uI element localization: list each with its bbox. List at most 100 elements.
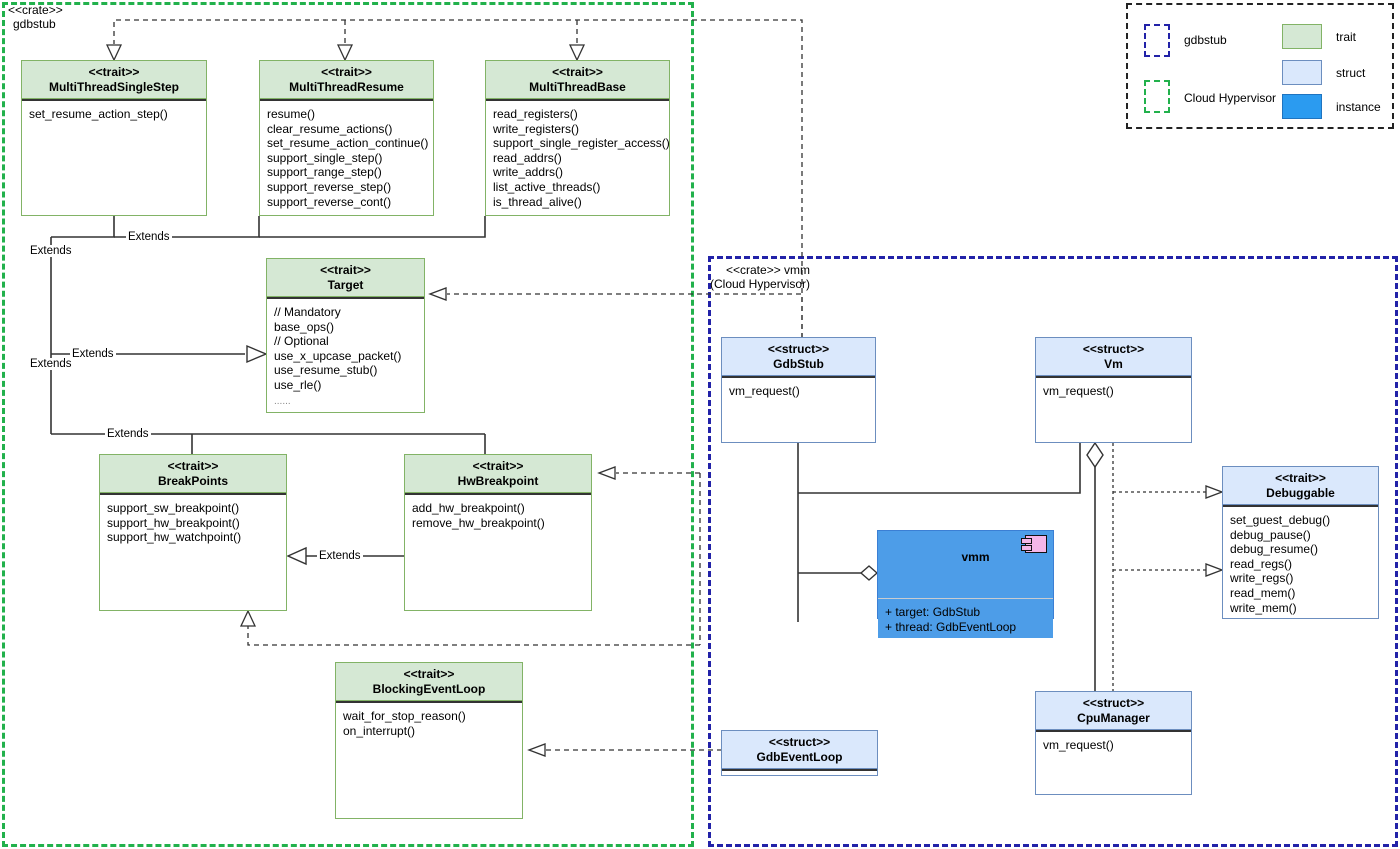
member-item: support_reverse_cont() <box>267 194 392 209</box>
class-name-label: Vm <box>1104 357 1123 371</box>
compartment-separator <box>336 701 522 703</box>
class-header-target: <<trait>>Target <box>267 259 424 297</box>
class-box-gdbstub-struct[interactable]: <<struct>>GdbStub vm_request() <box>721 337 876 443</box>
member-item: support_range_step() <box>267 165 382 180</box>
compartment-separator <box>260 99 433 101</box>
member-item: vm_request() <box>1043 738 1114 752</box>
stereotype-label: <<struct>> <box>1082 696 1145 710</box>
class-header-hwbreakpoint: <<trait>>HwBreakpoint <box>405 455 591 493</box>
member-item: write_registers() <box>493 121 580 136</box>
member-item: support_reverse_step() <box>267 179 392 194</box>
class-box-multithreadbase[interactable]: <<trait>>MultiThreadBase read_registers(… <box>485 60 670 216</box>
class-header-gdbeventloop: <<struct>>GdbEventLoop <box>722 731 877 769</box>
member-item: add_hw_breakpoint() <box>412 501 525 515</box>
member-item: vm_request() <box>1043 384 1114 398</box>
member-item: support_single_register_access() <box>493 136 670 151</box>
member-item: support_single_step() <box>267 150 383 165</box>
class-name-label: CpuManager <box>1077 711 1150 725</box>
member-item: use_rle() <box>274 377 322 392</box>
class-header-gdbstub-struct: <<struct>>GdbStub <box>722 338 875 376</box>
class-header-multithreadsinglestep: <<trait>>MultiThreadSingleStep <box>22 61 206 99</box>
legend-swatch-struct <box>1282 60 1322 85</box>
crate-gdbstub-name: gdbstub <box>13 17 56 31</box>
compartment-separator <box>1036 376 1191 378</box>
class-box-multithreadresume[interactable]: <<trait>>MultiThreadResume resume() clea… <box>259 60 434 216</box>
class-box-multithreadsinglestep[interactable]: <<trait>>MultiThreadSingleStep set_resum… <box>21 60 207 216</box>
class-members-hwbreakpoint: add_hw_breakpoint() remove_hw_breakpoint… <box>405 495 591 534</box>
class-name-label: BlockingEventLoop <box>372 682 486 696</box>
class-members-blockingeventloop: wait_for_stop_reason() on_interrupt() <box>336 703 522 742</box>
stereotype-label: <<trait>> <box>88 65 140 79</box>
crate-boundary-vmm <box>708 256 1398 847</box>
class-members-gdbeventloop <box>722 771 877 777</box>
class-box-cpumanager[interactable]: <<struct>>CpuManager vm_request() <box>1035 691 1192 795</box>
crate-vmm-stereotype: <<crate>> vmm <box>726 263 811 277</box>
stereotype-label: <<trait>> <box>472 459 524 473</box>
member-item: read_regs() <box>1230 556 1293 571</box>
class-name-label: BreakPoints <box>157 474 229 488</box>
legend-label-instance: instance <box>1336 100 1381 114</box>
member-item-ellipsis: ...... <box>274 395 291 407</box>
member-item: list_active_threads() <box>493 179 601 194</box>
class-members-gdbstub-struct: vm_request() <box>722 378 875 403</box>
member-item: debug_resume() <box>1230 542 1319 557</box>
member-item: // Mandatory <box>274 305 341 319</box>
legend-panel: gdbstub Cloud Hypervisor trait struct in… <box>1126 3 1394 129</box>
member-item: write_regs() <box>1230 571 1294 586</box>
instance-name-label: vmm <box>961 550 990 564</box>
legend-swatch-cloud-hypervisor-boundary <box>1144 80 1170 113</box>
class-name-label: MultiThreadSingleStep <box>48 80 179 94</box>
class-members-debuggable: set_guest_debug() debug_pause() debug_re… <box>1223 507 1378 619</box>
class-box-vmm-instance[interactable]: vmm + target: GdbStub + thread: GdbEvent… <box>877 530 1054 639</box>
class-box-blockingeventloop[interactable]: <<trait>>BlockingEventLoop wait_for_stop… <box>335 662 523 819</box>
member-item: resume() <box>267 107 316 121</box>
stereotype-label: <<struct>> <box>768 735 831 749</box>
component-icon <box>1021 535 1047 553</box>
legend-label-cloud-hypervisor: Cloud Hypervisor <box>1184 91 1277 105</box>
member-item: set_resume_action_step() <box>29 107 168 121</box>
stereotype-label: <<trait>> <box>167 459 219 473</box>
member-item: support_hw_watchpoint() <box>107 530 242 545</box>
class-box-breakpoints[interactable]: <<trait>>BreakPoints support_sw_breakpoi… <box>99 454 287 611</box>
member-item: debug_pause() <box>1230 527 1311 542</box>
member-item: write_addrs() <box>493 165 564 180</box>
stereotype-label: <<struct>> <box>767 342 830 356</box>
class-name-label: HwBreakpoint <box>457 474 539 488</box>
crate-label-gdbstub: <<crate>>gdbstub <box>8 3 63 31</box>
stereotype-label: <<trait>> <box>321 65 372 79</box>
crate-boundary-gdbstub <box>2 2 694 847</box>
class-members-vm: vm_request() <box>1036 378 1191 403</box>
member-item: write_mem() <box>1230 600 1297 615</box>
compartment-separator <box>267 297 424 299</box>
crate-label-vmm: <<crate>> vmm(Cloud Hypervisor) <box>710 263 811 291</box>
class-header-breakpoints: <<trait>>BreakPoints <box>100 455 286 493</box>
compartment-separator <box>486 99 669 101</box>
edge-label-extends-6: Extends <box>317 550 363 562</box>
class-members-cpumanager: vm_request() <box>1036 732 1191 757</box>
stereotype-label: <<trait>> <box>552 65 603 79</box>
stereotype-label: <<trait>> <box>403 667 455 681</box>
edge-label-extends-3: Extends <box>70 348 116 360</box>
class-name-label: GdbStub <box>773 357 824 371</box>
compartment-separator <box>1036 730 1191 732</box>
class-box-target[interactable]: <<trait>>Target // Mandatory base_ops() … <box>266 258 425 413</box>
class-members-multithreadsinglestep: set_resume_action_step() <box>22 101 206 126</box>
class-box-debuggable[interactable]: <<trait>>Debuggable set_guest_debug() de… <box>1222 466 1379 619</box>
legend-swatch-trait <box>1282 24 1322 49</box>
compartment-separator <box>22 99 206 101</box>
member-item: set_resume_action_continue() <box>267 136 429 151</box>
compartment-separator <box>722 376 875 378</box>
class-box-vm[interactable]: <<struct>>Vm vm_request() <box>1035 337 1192 443</box>
class-box-hwbreakpoint[interactable]: <<trait>>HwBreakpoint add_hw_breakpoint(… <box>404 454 592 611</box>
crate-gdbstub-stereotype: <<crate>> <box>8 3 63 17</box>
legend-label-gdbstub: gdbstub <box>1184 33 1227 47</box>
member-item: + target: GdbStub <box>885 605 981 619</box>
class-box-gdbeventloop[interactable]: <<struct>>GdbEventLoop <box>721 730 878 776</box>
legend-label-struct: struct <box>1336 66 1366 80</box>
edge-label-extends-5: Extends <box>105 428 151 440</box>
class-header-blockingeventloop: <<trait>>BlockingEventLoop <box>336 663 522 701</box>
class-members-target: // Mandatory base_ops() // Optional use_… <box>267 299 424 414</box>
member-item: set_guest_debug() <box>1230 513 1331 527</box>
member-item: read_registers() <box>493 107 578 121</box>
